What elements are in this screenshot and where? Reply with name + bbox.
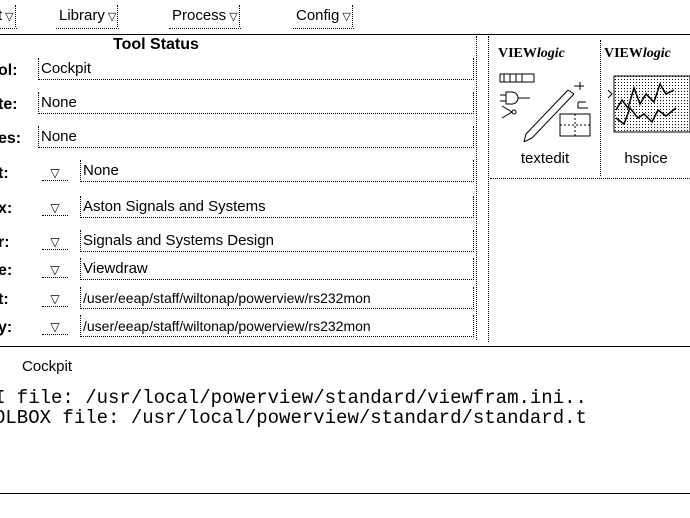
- status-dropdown-directory[interactable]: ▽: [38, 316, 72, 338]
- status-dropdown-container[interactable]: ▽: [38, 231, 72, 253]
- status-dropdown-project[interactable]: ▽: [38, 162, 72, 184]
- status-field-state[interactable]: None: [38, 92, 474, 114]
- status-field-directory[interactable]: /user/eeap/staff/wiltonap/powerview/rs23…: [80, 315, 474, 337]
- status-field-project-path[interactable]: /user/eeap/staff/wiltonap/powerview/rs23…: [80, 287, 474, 309]
- dropdown-triangle-icon: ▽: [107, 11, 117, 23]
- console-line-2: OLBOX file: /usr/local/powerview/standar…: [0, 407, 587, 429]
- menu-config-label: Config: [296, 7, 340, 24]
- status-label-state: te:: [0, 96, 18, 113]
- tool-status-title: Tool Status: [113, 36, 199, 53]
- status-field-tool[interactable]: Cockpit: [38, 58, 474, 80]
- icons-panel-bottom-edge: [490, 178, 690, 179]
- menu-file[interactable]: t▽: [0, 3, 17, 29]
- status-dropdown-type[interactable]: ▽: [38, 259, 72, 281]
- logo-logic-text: logic: [642, 46, 671, 61]
- console-bottom-divider: [0, 493, 690, 494]
- dropdown-triangle-icon: ▽: [342, 11, 351, 23]
- menubar-divider: [0, 34, 690, 35]
- status-label-project: t:: [0, 165, 9, 182]
- status-field-files[interactable]: None: [38, 126, 474, 148]
- waveform-plot-icon: [607, 75, 690, 133]
- schematic-pencil-icon: [499, 73, 591, 142]
- status-label-type: e:: [0, 262, 13, 279]
- logo-logic-text: logic: [536, 46, 565, 61]
- status-label-container: r:: [0, 234, 10, 251]
- menu-config[interactable]: Config▽: [293, 3, 354, 29]
- status-field-container[interactable]: Signals and Systems Design: [80, 230, 474, 252]
- icons-panel-left-edge: [488, 36, 489, 342]
- tool-icon-hspice[interactable]: VIEWlogic hspice: [602, 40, 690, 176]
- status-panel-right-edge: [476, 36, 477, 340]
- logo-view-text: VIEW: [604, 46, 643, 61]
- menu-process[interactable]: Process▽: [169, 3, 241, 29]
- menu-process-label: Process: [172, 7, 227, 24]
- console-line-1: I file: /usr/local/powerview/standard/vi…: [0, 387, 587, 409]
- console-top-divider: [0, 346, 690, 347]
- icons-separator: [600, 40, 601, 176]
- viewlogic-logo: VIEWlogic: [498, 46, 565, 62]
- status-label-files: es:: [0, 130, 22, 147]
- console-header: Cockpit: [22, 358, 73, 375]
- status-field-type[interactable]: Viewdraw: [80, 258, 474, 280]
- logo-view-text: VIEW: [498, 46, 537, 61]
- status-label-project-path: t:: [0, 291, 9, 308]
- status-field-project[interactable]: None: [80, 160, 474, 182]
- tool-label-textedit: textedit: [520, 150, 570, 167]
- menu-library[interactable]: Library▽: [55, 3, 120, 29]
- status-label-tool: ol:: [0, 62, 18, 79]
- status-dropdown-toolbox[interactable]: ▽: [38, 197, 72, 219]
- status-label-toolbox: x:: [0, 200, 13, 217]
- viewlogic-logo: VIEWlogic: [604, 46, 671, 62]
- status-field-toolbox[interactable]: Aston Signals and Systems: [80, 196, 474, 218]
- status-dropdown-project-path[interactable]: ▽: [38, 288, 72, 310]
- dropdown-triangle-icon: ▽: [5, 11, 14, 23]
- dropdown-triangle-icon: ▽: [229, 11, 238, 23]
- menu-file-label: t: [0, 7, 3, 24]
- status-label-directory: y:: [0, 319, 13, 336]
- tool-icon-textedit[interactable]: VIEWlogic textedit: [492, 40, 598, 176]
- tool-label-hspice: hspice: [624, 150, 668, 167]
- menu-library-label: Library: [59, 7, 105, 24]
